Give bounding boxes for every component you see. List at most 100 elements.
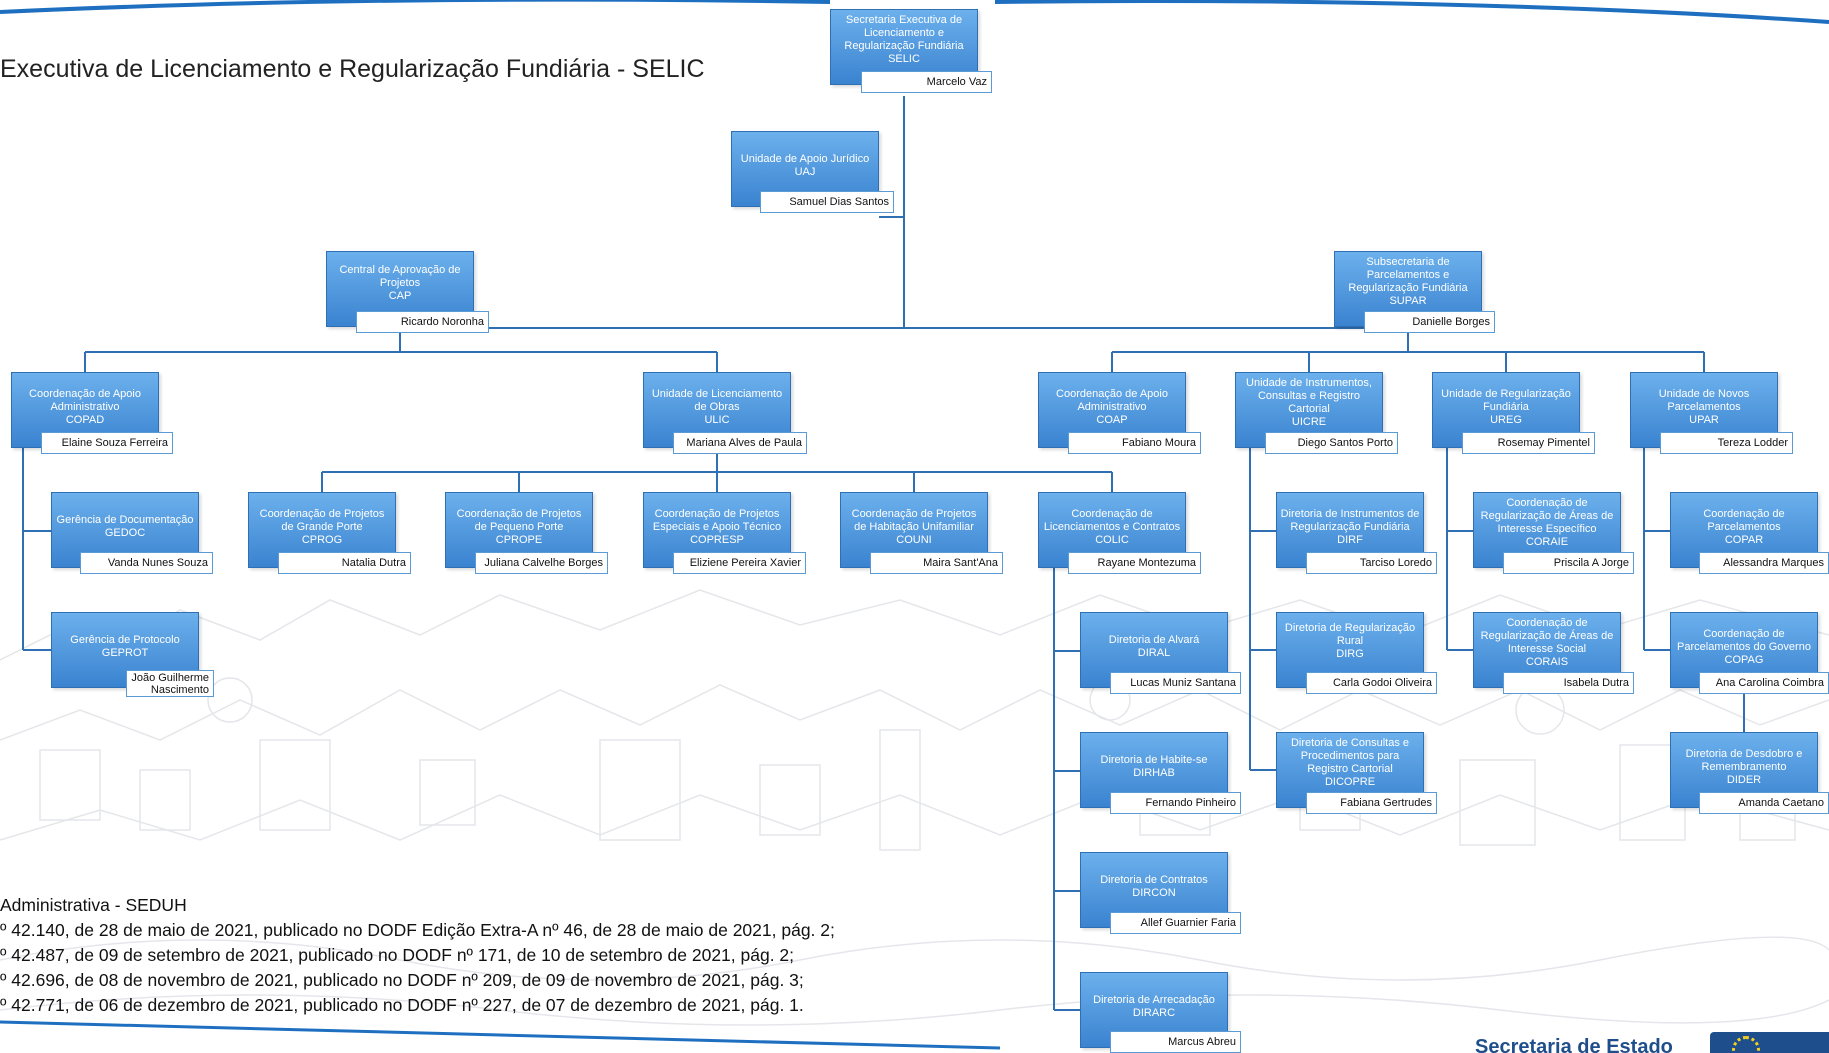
org-unit-abbr: COPAD xyxy=(65,414,105,426)
person-label: Allef Guarnier Faria xyxy=(1110,912,1241,934)
org-unit-name: Unidade de Licenciamento de Obras xyxy=(651,388,783,413)
person-label: Carla Godoi Oliveira xyxy=(1306,672,1437,694)
org-unit-abbr: UREG xyxy=(1490,414,1522,426)
person-label: Fabiana Gertrudes xyxy=(1306,792,1437,814)
org-unit-name: Coordenação de Apoio Administrativo xyxy=(29,388,141,413)
org-unit-abbr: DIRG xyxy=(1336,648,1364,660)
person-label: Ricardo Noronha xyxy=(356,311,489,333)
org-unit-abbr: DIRHAB xyxy=(1133,767,1175,779)
note-line: Administrativa - SEDUH xyxy=(0,895,187,915)
org-unit-name: Coordenação de Projetos Especiais e Apoi… xyxy=(652,508,782,533)
person-label: Priscila A Jorge xyxy=(1503,552,1634,574)
org-unit-abbr: UPAR xyxy=(1689,414,1719,426)
org-unit-name: Coordenação de Projetos de Pequeno Porte xyxy=(456,508,582,533)
org-unit-name: Gerência de Protocolo xyxy=(70,634,180,646)
person-label: Isabela Dutra xyxy=(1503,672,1634,694)
person-label: Marcelo Vaz xyxy=(861,71,992,93)
org-box-couni[interactable]: Coordenação de Projetos de Habitação Uni… xyxy=(840,492,988,568)
org-unit-abbr: ULIC xyxy=(704,414,730,426)
org-unit-abbr: SELIC xyxy=(888,53,920,65)
org-unit-name: Coordenação de Licenciamentos e Contrato… xyxy=(1043,508,1181,533)
person-label: Amanda Caetano xyxy=(1699,792,1829,814)
org-unit-abbr: COPAR xyxy=(1724,534,1764,546)
org-unit-abbr: DIRCON xyxy=(1132,887,1176,899)
note-line: º 42.771, de 06 de dezembro de 2021, pub… xyxy=(0,995,804,1015)
org-unit-name: Gerência de Documentação xyxy=(56,514,194,526)
org-unit-abbr: COPAG xyxy=(1724,654,1764,666)
org-unit-name: Diretoria de Habite-se xyxy=(1100,754,1208,766)
org-unit-abbr: CPROPE xyxy=(495,534,543,546)
org-unit-name: Secretaria Executiva de Licenciamento e … xyxy=(844,14,964,52)
org-unit-name: Diretoria de Desdobro e Remembramento xyxy=(1685,748,1803,773)
person-label: Maira Sant'Ana xyxy=(870,552,1003,574)
org-unit-name: Coordenação de Parcelamentos xyxy=(1703,508,1785,533)
person-label: Tereza Lodder xyxy=(1660,432,1793,454)
org-unit-abbr: DIRARC xyxy=(1132,1007,1176,1019)
org-unit-abbr: CORAIE xyxy=(1525,536,1569,548)
person-label: Ana Carolina Coimbra xyxy=(1699,672,1829,694)
note-line: º 42.140, de 28 de maio de 2021, publica… xyxy=(0,920,835,940)
org-unit-abbr: DIDER xyxy=(1726,774,1762,786)
org-unit-abbr: GEPROT xyxy=(101,647,149,659)
org-unit-name: Subsecretaria de Parcelamentos e Regular… xyxy=(1348,256,1468,294)
org-unit-name: Diretoria de Regularização Rural xyxy=(1284,622,1416,647)
org-unit-abbr: COUNI xyxy=(896,534,932,546)
sun-emblem-icon xyxy=(1732,1036,1760,1053)
org-unit-abbr: UICRE xyxy=(1291,416,1327,428)
gdf-logo-icon xyxy=(1710,1032,1829,1053)
person-label: Juliana Calvelhe Borges xyxy=(475,552,608,574)
org-unit-abbr: CPROG xyxy=(301,534,343,546)
org-unit-name: Coordenação de Regularização de Áreas de… xyxy=(1480,617,1614,655)
org-unit-name: Unidade de Instrumentos, Consultas e Reg… xyxy=(1246,377,1372,415)
org-unit-abbr: SUPAR xyxy=(1389,295,1427,307)
org-unit-name: Unidade de Apoio Jurídico xyxy=(740,153,870,165)
org-unit-abbr: COPRESP xyxy=(690,534,744,546)
org-unit-name: Unidade de Novos Parcelamentos xyxy=(1658,388,1750,413)
org-unit-abbr: DICOPRE xyxy=(1324,776,1376,788)
org-unit-abbr: UAJ xyxy=(794,166,816,178)
person-label: Rayane Montezuma xyxy=(1068,552,1201,574)
org-unit-name: Coordenação de Apoio Administrativo xyxy=(1056,388,1168,413)
org-unit-name: Diretoria de Alvará xyxy=(1108,634,1200,646)
org-unit-name: Coordenação de Projetos de Habitação Uni… xyxy=(851,508,977,533)
page-title: Executiva de Licenciamento e Regularizaç… xyxy=(0,55,705,83)
person-label: Eliziene Pereira Xavier xyxy=(673,552,806,574)
person-label: Diego Santos Porto xyxy=(1265,432,1398,454)
org-unit-name: Unidade de Regularização Fundiária xyxy=(1441,388,1571,413)
org-unit-name: Coordenação de Projetos de Grande Porte xyxy=(259,508,385,533)
org-unit-abbr: CAP xyxy=(388,290,412,302)
person-label: Alessandra Marques xyxy=(1699,552,1829,574)
person-label: Danielle Borges xyxy=(1364,311,1495,333)
person-label: Mariana Alves de Paula xyxy=(673,432,807,454)
note-line: º 42.696, de 08 de novembro de 2021, pub… xyxy=(0,970,804,990)
org-unit-name: Coordenação de Regularização de Áreas de… xyxy=(1480,497,1614,535)
person-label: Lucas Muniz Santana xyxy=(1110,672,1241,694)
org-unit-abbr: COAP xyxy=(1096,414,1128,426)
org-unit-abbr: DIRF xyxy=(1337,534,1363,546)
note-line: º 42.487, de 09 de setembro de 2021, pub… xyxy=(0,945,795,965)
org-unit-name: Central de Aprovação de Projetos xyxy=(339,264,461,289)
footer-org-text: Secretaria de Estado xyxy=(1475,1036,1673,1053)
org-unit-name: Coordenação de Parcelamentos do Governo xyxy=(1677,628,1811,653)
org-unit-abbr: CORAIS xyxy=(1525,656,1569,668)
person-label: Elaine Souza Ferreira xyxy=(41,432,173,454)
org-unit-abbr: DIRAL xyxy=(1137,647,1171,659)
person-label: Rosemay Pimentel xyxy=(1462,432,1595,454)
org-unit-name: Diretoria de Contratos xyxy=(1100,874,1208,886)
person-label: Natalia Dutra xyxy=(278,552,411,574)
person-label: Tarciso Loredo xyxy=(1306,552,1437,574)
org-unit-abbr: COLIC xyxy=(1095,534,1129,546)
org-unit-name: Diretoria de Consultas e Procedimentos p… xyxy=(1290,737,1409,775)
legal-notes: Administrativa - SEDUH º 42.140, de 28 d… xyxy=(0,893,835,1018)
person-label: Fernando Pinheiro xyxy=(1110,792,1241,814)
person-label: João Guilherme Nascimento xyxy=(126,670,214,697)
org-unit-abbr: GEDOC xyxy=(104,527,146,539)
org-box-colic[interactable]: Coordenação de Licenciamentos e Contrato… xyxy=(1038,492,1186,568)
org-unit-name: Diretoria de Arrecadação xyxy=(1093,994,1215,1006)
person-label: Samuel Dias Santos xyxy=(760,191,894,213)
org-unit-name: Diretoria de Instrumentos de Regularizaç… xyxy=(1280,508,1420,533)
person-label: Marcus Abreu xyxy=(1110,1031,1241,1053)
person-label: Vanda Nunes Souza xyxy=(80,552,213,574)
